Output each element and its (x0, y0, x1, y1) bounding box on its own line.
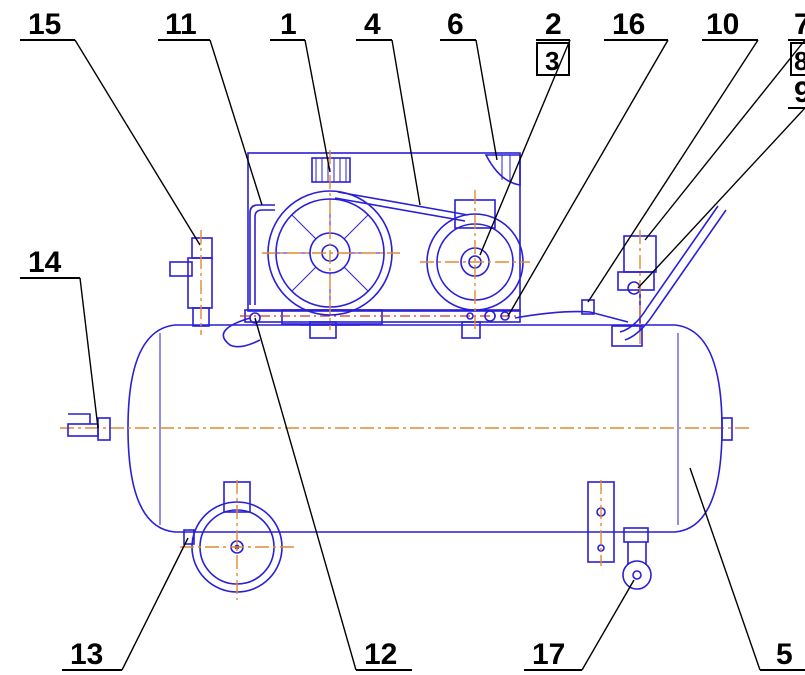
label-8: 8 (794, 46, 805, 76)
label-2: 2 (545, 8, 562, 41)
label-11: 11 (165, 8, 197, 41)
callout-labels: 15 11 1 4 6 2 3 16 10 7 8 9 14 13 12 17 … (28, 8, 805, 671)
label-6: 6 (447, 8, 464, 41)
wheel-assembly-13 (180, 480, 294, 600)
tank-handle (611, 205, 727, 347)
label-14: 14 (28, 246, 62, 279)
label-9: 9 (794, 76, 805, 109)
label-4: 4 (364, 8, 381, 41)
label-16: 16 (612, 8, 645, 41)
safety-valve (169, 230, 213, 335)
pressure-line (222, 299, 629, 348)
compressor-flywheel (262, 150, 400, 330)
motor-pulley (420, 190, 530, 330)
motor-base-frame (240, 152, 521, 339)
label-15: 15 (28, 8, 61, 41)
fasteners (249, 310, 510, 324)
label-17: 17 (532, 638, 565, 671)
label-3: 3 (545, 46, 559, 76)
guard-fan (484, 154, 521, 186)
label-10: 10 (706, 8, 739, 41)
label-13: 13 (70, 638, 103, 671)
label-7: 7 (794, 8, 805, 41)
discharge-pipe (249, 204, 275, 305)
label-1: 1 (280, 8, 297, 41)
label-5: 5 (776, 638, 793, 671)
leader-lines (20, 39, 805, 671)
caster-assembly-17 (587, 480, 652, 590)
label-12: 12 (364, 638, 397, 671)
receiver-tank (60, 324, 750, 533)
drive-belt (334, 191, 469, 222)
